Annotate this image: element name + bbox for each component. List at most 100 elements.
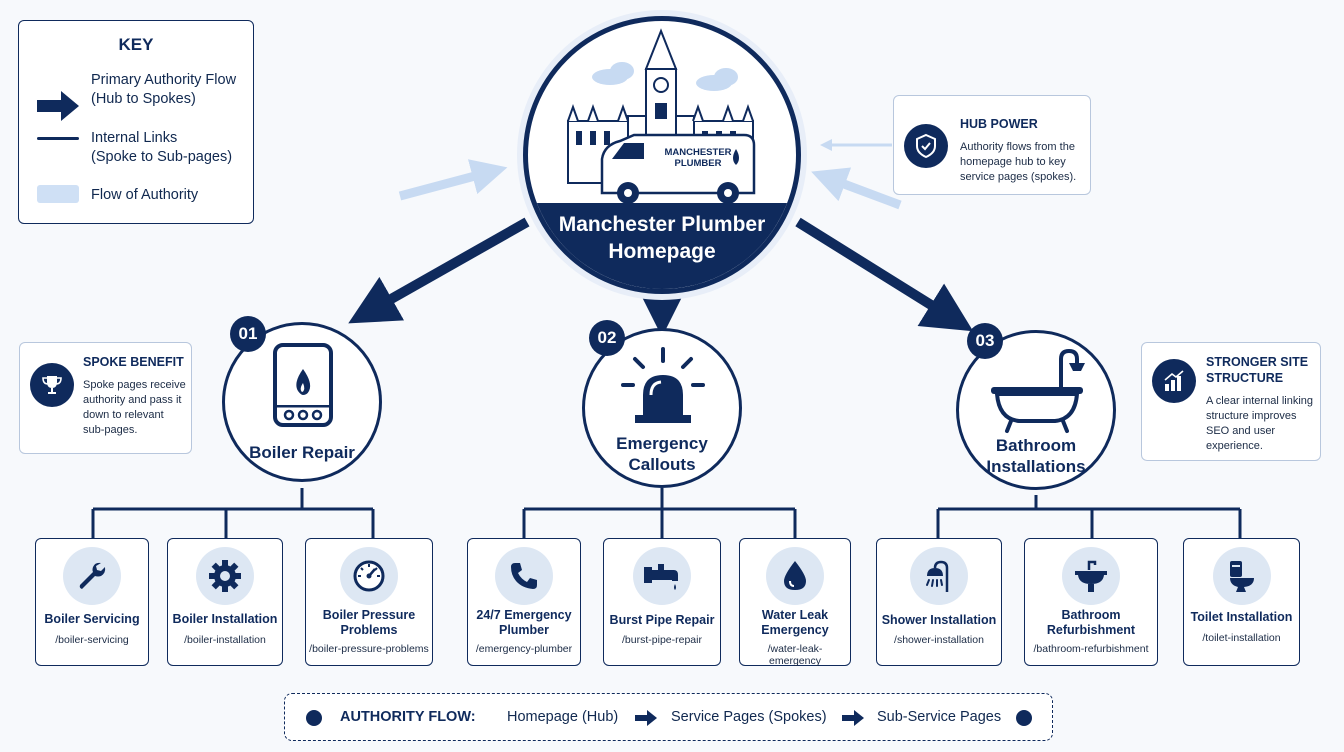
footer-step-spokes: Service Pages (Spokes) <box>671 709 827 725</box>
subpage-title-line1: Bathroom <box>1061 608 1121 622</box>
pipe-icon <box>633 547 691 605</box>
subpage-card-emergency-plumber[interactable]: 24/7 Emergency Plumber /emergency-plumbe… <box>467 538 581 666</box>
subpage-url[interactable]: /bathroom-refurbishment <box>1033 643 1149 655</box>
subpage-title-line1: 24/7 Emergency <box>476 608 572 622</box>
subpage-title-line2: Problems <box>340 623 398 637</box>
subpage-title: Toilet Installation <box>1190 610 1293 624</box>
arrow-right-icon <box>635 710 657 726</box>
water-drop-icon <box>766 547 824 605</box>
spoke-number-badge: 03 <box>967 323 1003 359</box>
bullet-dot-icon <box>1016 710 1032 726</box>
legend-box: KEY Primary Authority Flow (Hub to Spoke… <box>18 20 254 224</box>
spoke-benefit-body-line: authority and pass it <box>83 394 182 406</box>
primary-arrow-boiler <box>348 217 530 324</box>
subpage-card-boiler-installation[interactable]: Boiler Installation /boiler-installation <box>167 538 283 666</box>
town-hall-van-illustration <box>567 28 756 204</box>
stronger-site-body-line: structure improves <box>1206 410 1297 422</box>
authority-flow-footer: AUTHORITY FLOW: Homepage (Hub) Service P… <box>284 693 1053 741</box>
spoke-benefit-body-line: sub-pages. <box>83 424 138 436</box>
sink-icon <box>1062 547 1120 605</box>
arrow-right-icon <box>842 710 864 726</box>
subpage-url[interactable]: /boiler-installation <box>184 634 266 646</box>
hub-title-band <box>528 203 796 289</box>
spoke-label-line2: Installations <box>986 457 1086 476</box>
spoke-label-line2: Callouts <box>628 455 696 474</box>
stronger-site-body-line: SEO and user <box>1206 425 1276 437</box>
siren-icon <box>621 347 705 423</box>
subpage-title-line2: Emergency <box>761 623 829 637</box>
stronger-site-body-line: experience. <box>1206 440 1263 452</box>
subpage-title: Boiler Servicing <box>44 612 140 626</box>
legend-internal-line2: (Spoke to Sub-pages) <box>91 149 233 165</box>
subpage-title-line1: Water Leak <box>761 608 829 622</box>
stronger-site-body-line: A clear internal linking <box>1206 395 1314 407</box>
subpage-url[interactable]: /emergency-plumber <box>475 643 573 655</box>
legend-primary-line1: Primary Authority Flow <box>91 72 237 88</box>
subpage-title-line1: Boiler Pressure <box>322 608 416 622</box>
legend-flow: Flow of Authority <box>91 187 199 203</box>
hub-power-body-line: Authority flows from the <box>960 141 1075 153</box>
bathtub-icon <box>991 348 1085 433</box>
spoke-label-line1: Bathroom <box>995 436 1077 455</box>
spoke-benefit-title: SPOKE BENEFIT <box>83 355 184 369</box>
subpage-url[interactable]: /boiler-servicing <box>55 634 129 646</box>
stronger-site-box: STRONGER SITE STRUCTURE A clear internal… <box>1141 342 1321 461</box>
spoke-boiler-repair[interactable]: Boiler Repair <box>222 322 382 482</box>
phone-icon <box>495 547 553 605</box>
hub-power-box: HUB POWER Authority flows from the homep… <box>893 95 1091 195</box>
shield-check-icon <box>904 124 948 168</box>
subpage-card-shower-installation[interactable]: Shower Installation /shower-installation <box>876 538 1002 666</box>
footer-step-hub: Homepage (Hub) <box>507 709 619 725</box>
legend-internal-line1: Internal Links <box>91 130 178 146</box>
footer-label: AUTHORITY FLOW: <box>340 709 476 725</box>
spoke-bathroom-installations[interactable]: Bathroom Installations <box>956 330 1116 490</box>
subpage-card-boiler-pressure-problems[interactable]: Boiler Pressure Problems /boiler-pressur… <box>305 538 433 666</box>
subpage-card-boiler-servicing[interactable]: Boiler Servicing /boiler-servicing <box>35 538 149 666</box>
shower-icon <box>910 547 968 605</box>
subpage-card-toilet-installation[interactable]: Toilet Installation /toilet-installation <box>1183 538 1300 666</box>
subpage-url[interactable]: /water-leak-emergency <box>767 643 823 667</box>
internal-links-emergency <box>522 488 797 538</box>
subpage-card-burst-pipe-repair[interactable]: Burst Pipe Repair /burst-pipe-repair <box>603 538 721 666</box>
van-text-line1: MANCHESTER <box>664 147 732 158</box>
flow-swatch-icon <box>37 185 79 203</box>
subpage-url[interactable]: /shower-installation <box>894 634 984 646</box>
subpage-title: Boiler Installation <box>172 612 278 626</box>
legend-primary-line2: (Hub to Spokes) <box>91 91 196 107</box>
wrench-icon <box>63 547 121 605</box>
flow-arrow-right <box>811 167 902 210</box>
subpage-title-line2: Plumber <box>498 623 549 637</box>
gear-icon <box>196 547 254 605</box>
spoke-label: Boiler Repair <box>249 443 355 462</box>
hub-power-title: HUB POWER <box>960 117 1038 131</box>
hub-power-body-line: service pages (spokes). <box>960 171 1077 183</box>
subpage-card-water-leak-emergency[interactable]: Water Leak Emergency /water-leak-emergen… <box>739 538 851 667</box>
cloud-icon <box>592 62 738 91</box>
spoke-number-badge: 01 <box>230 316 266 352</box>
subpage-url[interactable]: /toilet-installation <box>1202 632 1281 644</box>
subpage-url[interactable]: /burst-pipe-repair <box>622 634 702 646</box>
subpage-url[interactable]: /boiler-pressure-problems <box>309 643 429 655</box>
spoke-label-line1: Emergency <box>616 434 708 453</box>
footer-step-subpages: Sub-Service Pages <box>877 709 1002 725</box>
bullet-dot-icon <box>306 710 322 726</box>
internal-links-boiler <box>91 488 375 538</box>
subpage-card-bathroom-refurbishment[interactable]: Bathroom Refurbishment /bathroom-refurbi… <box>1024 538 1158 666</box>
spoke-number-badge: 02 <box>589 320 625 356</box>
trophy-icon <box>30 363 74 407</box>
hub-title-line1: Manchester Plumber <box>558 213 766 236</box>
growth-chart-icon <box>1152 359 1196 403</box>
stronger-site-title-line1: STRONGER SITE <box>1206 355 1309 369</box>
hub-power-body-line: homepage hub to key <box>960 156 1066 168</box>
subpage-title-line2: Refurbishment <box>1046 623 1136 637</box>
flow-arrow-left <box>398 159 508 201</box>
primary-flow-arrow-icon <box>37 91 79 121</box>
hub-title-line2: Homepage <box>608 240 716 263</box>
spoke-benefit-body-line: down to relevant <box>83 409 164 421</box>
legend-title: KEY <box>118 35 154 54</box>
toilet-icon <box>1212 547 1271 605</box>
internal-links-bathroom <box>936 495 1242 538</box>
primary-arrow-bathroom <box>795 217 974 332</box>
hub-homepage: MANCHESTER PLUMBER Manchester Plumber Ho… <box>523 16 801 294</box>
